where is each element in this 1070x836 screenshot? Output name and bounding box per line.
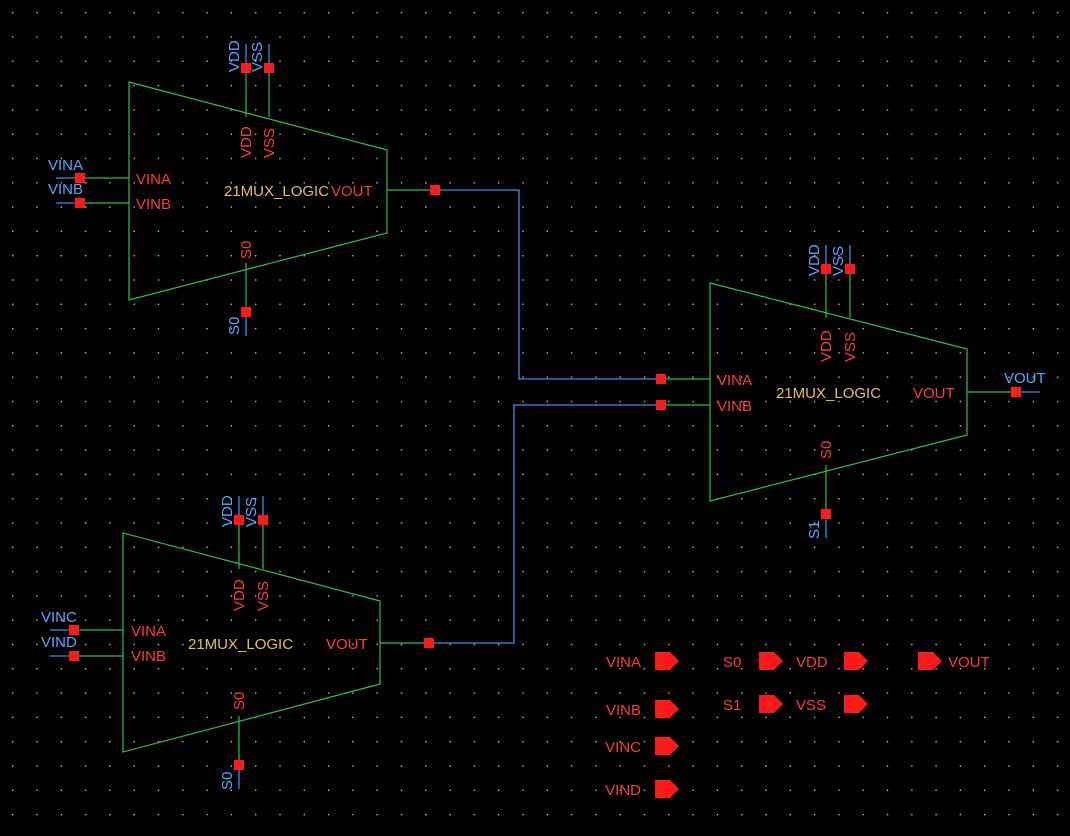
net-label-vss[interactable]: VSS [249, 42, 266, 72]
pin-vout[interactable] [424, 638, 434, 648]
io-label-vina: VINA [606, 654, 641, 671]
pin-vinb[interactable] [656, 400, 666, 410]
pin-vout[interactable] [430, 185, 440, 195]
pin-vss[interactable] [845, 264, 855, 274]
pin-label-vss: VSS [842, 332, 859, 362]
io-pin-vdd[interactable] [844, 652, 868, 670]
io-pin-vind[interactable] [655, 780, 679, 798]
pin-label-vdd: VDD [231, 579, 248, 611]
wire-mux2-out-to-mux3-inb[interactable] [429, 404, 661, 644]
pin-vinb[interactable] [75, 198, 85, 208]
io-pin-vinc[interactable] [655, 737, 679, 755]
net-label-s1[interactable]: S1 [806, 521, 823, 539]
pin-label-s0: S0 [238, 241, 255, 259]
io-pin-vss[interactable] [844, 695, 868, 713]
pin-s0[interactable] [234, 760, 244, 770]
pin-label-vout: VOUT [326, 636, 368, 653]
grid-dots [12, 12, 1059, 816]
mux-instance-1[interactable]: VINA VINB 21MUX_LOGIC VOUT VDD VSS S0 VI… [48, 40, 440, 336]
pin-label-s0: S0 [231, 692, 248, 710]
io-pin-vinb[interactable] [655, 700, 679, 718]
net-label-vina[interactable]: VINA [48, 157, 83, 174]
cell-name: 21MUX_LOGIC [188, 636, 293, 653]
pin-vinb[interactable] [69, 651, 79, 661]
pin-label-vinb: VINB [131, 648, 166, 665]
pin-vout[interactable] [1011, 387, 1021, 397]
net-label-vinc[interactable]: VINC [41, 609, 77, 626]
io-pin-s0[interactable] [759, 652, 783, 670]
pin-vina[interactable] [69, 625, 79, 635]
mux-symbol-outline [709, 282, 968, 502]
pin-vina[interactable] [656, 374, 666, 384]
pin-label-s0: S0 [818, 441, 835, 459]
pin-label-vss: VSS [261, 128, 278, 158]
pin-s0[interactable] [821, 509, 831, 519]
cell-name: 21MUX_LOGIC [776, 385, 881, 402]
io-pin-vina[interactable] [655, 652, 679, 670]
io-label-vind: VIND [605, 782, 641, 799]
net-label-vss[interactable]: VSS [830, 246, 847, 276]
net-label-vdd[interactable]: VDD [806, 244, 823, 276]
mux-instance-2[interactable]: VINA VINB 21MUX_LOGIC VOUT VDD VSS S0 VI… [41, 495, 434, 790]
net-label-vind[interactable]: VIND [41, 634, 77, 651]
pin-vss[interactable] [264, 63, 274, 73]
io-pin-list: VINA VINB VINC VIND S0 S1 VDD VSS VOUT [605, 652, 990, 799]
pin-label-vina: VINA [717, 372, 752, 389]
pin-vdd[interactable] [241, 63, 251, 73]
pin-label-vdd: VDD [238, 126, 255, 158]
net-label-vout[interactable]: VOUT [1004, 370, 1046, 387]
pin-label-vout: VOUT [331, 183, 373, 200]
io-pin-vout[interactable] [918, 652, 942, 670]
io-label-vout: VOUT [948, 654, 990, 671]
net-label-vdd[interactable]: VDD [219, 495, 236, 527]
net-label-vss[interactable]: VSS [243, 497, 260, 527]
io-label-vinb: VINB [606, 702, 641, 719]
pin-vina[interactable] [75, 173, 85, 183]
net-label-s0[interactable]: S0 [226, 317, 243, 335]
wires [429, 189, 661, 644]
pin-label-vina: VINA [136, 171, 171, 188]
pin-label-vdd: VDD [818, 330, 835, 362]
io-label-vss: VSS [796, 697, 826, 714]
pin-s0[interactable] [241, 307, 251, 317]
io-pin-s1[interactable] [759, 695, 783, 713]
mux-instance-3[interactable]: VINA VINB 21MUX_LOGIC VOUT VDD VSS S0 VD… [656, 244, 1046, 539]
wire-mux1-out-to-mux3-ina[interactable] [435, 189, 661, 380]
pin-label-vss: VSS [255, 581, 272, 611]
pin-label-vinb: VINB [136, 196, 171, 213]
pin-label-vina: VINA [131, 623, 166, 640]
pin-vdd[interactable] [234, 515, 244, 525]
pin-label-vinb: VINB [717, 398, 752, 415]
mux-symbol-outline [128, 81, 388, 301]
io-label-vdd: VDD [796, 654, 828, 671]
pin-vss[interactable] [258, 515, 268, 525]
io-label-s1: S1 [723, 697, 741, 714]
io-label-vinc: VINC [605, 739, 641, 756]
net-label-vinb[interactable]: VINB [48, 181, 83, 198]
net-label-vdd[interactable]: VDD [226, 40, 243, 72]
cell-name: 21MUX_LOGIC [224, 183, 329, 200]
pin-vdd[interactable] [821, 264, 831, 274]
pin-label-vout: VOUT [913, 385, 955, 402]
io-label-s0: S0 [723, 654, 741, 671]
net-label-s0[interactable]: S0 [219, 772, 236, 790]
mux-symbol-outline [122, 532, 381, 753]
